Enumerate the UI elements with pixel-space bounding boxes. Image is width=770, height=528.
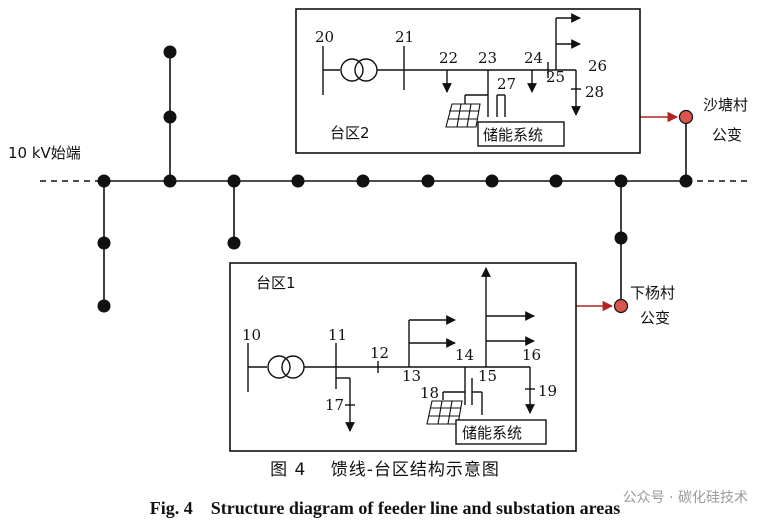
node-label: 15 bbox=[478, 367, 497, 385]
node-label: 17 bbox=[325, 396, 344, 414]
feeder-node bbox=[614, 231, 628, 245]
area1-storage-label: 储能系统 bbox=[462, 424, 522, 442]
feeder-node bbox=[356, 174, 370, 188]
feeder-node bbox=[227, 236, 241, 250]
node-label: 14 bbox=[455, 346, 474, 364]
feeder-node bbox=[97, 236, 111, 250]
node-label: 18 bbox=[420, 384, 439, 402]
node-label: 25 bbox=[546, 68, 565, 86]
watermark: 公众号 · 碳化硅技术 bbox=[622, 490, 748, 506]
area1-box: 台区1 bbox=[229, 262, 577, 452]
node-label: 11 bbox=[328, 326, 347, 344]
node-label: 28 bbox=[585, 83, 604, 101]
substation-bottom-node bbox=[613, 298, 629, 314]
feeder-node bbox=[614, 174, 628, 188]
feeder-node bbox=[163, 110, 177, 124]
feeder-node bbox=[97, 174, 111, 188]
substation-bottom-name: 下杨村 bbox=[630, 284, 675, 302]
feeder-node bbox=[97, 299, 111, 313]
feeder-node bbox=[679, 174, 693, 188]
feeder-node bbox=[163, 45, 177, 59]
node-label: 12 bbox=[370, 344, 389, 362]
node-label: 19 bbox=[538, 382, 557, 400]
node-label: 10 bbox=[242, 326, 261, 344]
area2-storage-label: 储能系统 bbox=[483, 126, 543, 144]
area1-title: 台区1 bbox=[256, 274, 296, 292]
node-label: 20 bbox=[315, 28, 334, 46]
area2-title: 台区2 bbox=[330, 124, 370, 142]
area2-pv-panel-icon bbox=[445, 103, 481, 128]
source-label: 10 kV始端 bbox=[8, 144, 81, 162]
feeder-nodes bbox=[97, 45, 693, 313]
node-label: 26 bbox=[588, 57, 607, 75]
substation-top-node bbox=[678, 109, 694, 125]
feeder-node bbox=[421, 174, 435, 188]
feeder-node bbox=[227, 174, 241, 188]
feeder-node bbox=[549, 174, 563, 188]
node-label: 16 bbox=[522, 346, 541, 364]
area2-box: 台区2 bbox=[295, 8, 641, 154]
figure-caption-english: Fig. 4 Structure diagram of feeder line … bbox=[149, 498, 621, 518]
node-label: 27 bbox=[497, 75, 516, 93]
substation-top-name: 沙塘村 bbox=[703, 96, 748, 114]
substation-bottom-type: 公变 bbox=[640, 309, 670, 327]
feeder-node bbox=[485, 174, 499, 188]
figure-caption-chinese: 图 4 馈线-台区结构示意图 bbox=[270, 460, 500, 480]
node-label: 24 bbox=[524, 49, 543, 67]
node-label: 21 bbox=[395, 28, 414, 46]
node-label: 13 bbox=[402, 367, 421, 385]
node-label: 22 bbox=[439, 49, 458, 67]
substation-top-type: 公变 bbox=[712, 126, 742, 144]
main-feeder bbox=[40, 52, 752, 306]
feeder-node bbox=[163, 174, 177, 188]
feeder-node bbox=[291, 174, 305, 188]
node-label: 23 bbox=[478, 49, 497, 67]
